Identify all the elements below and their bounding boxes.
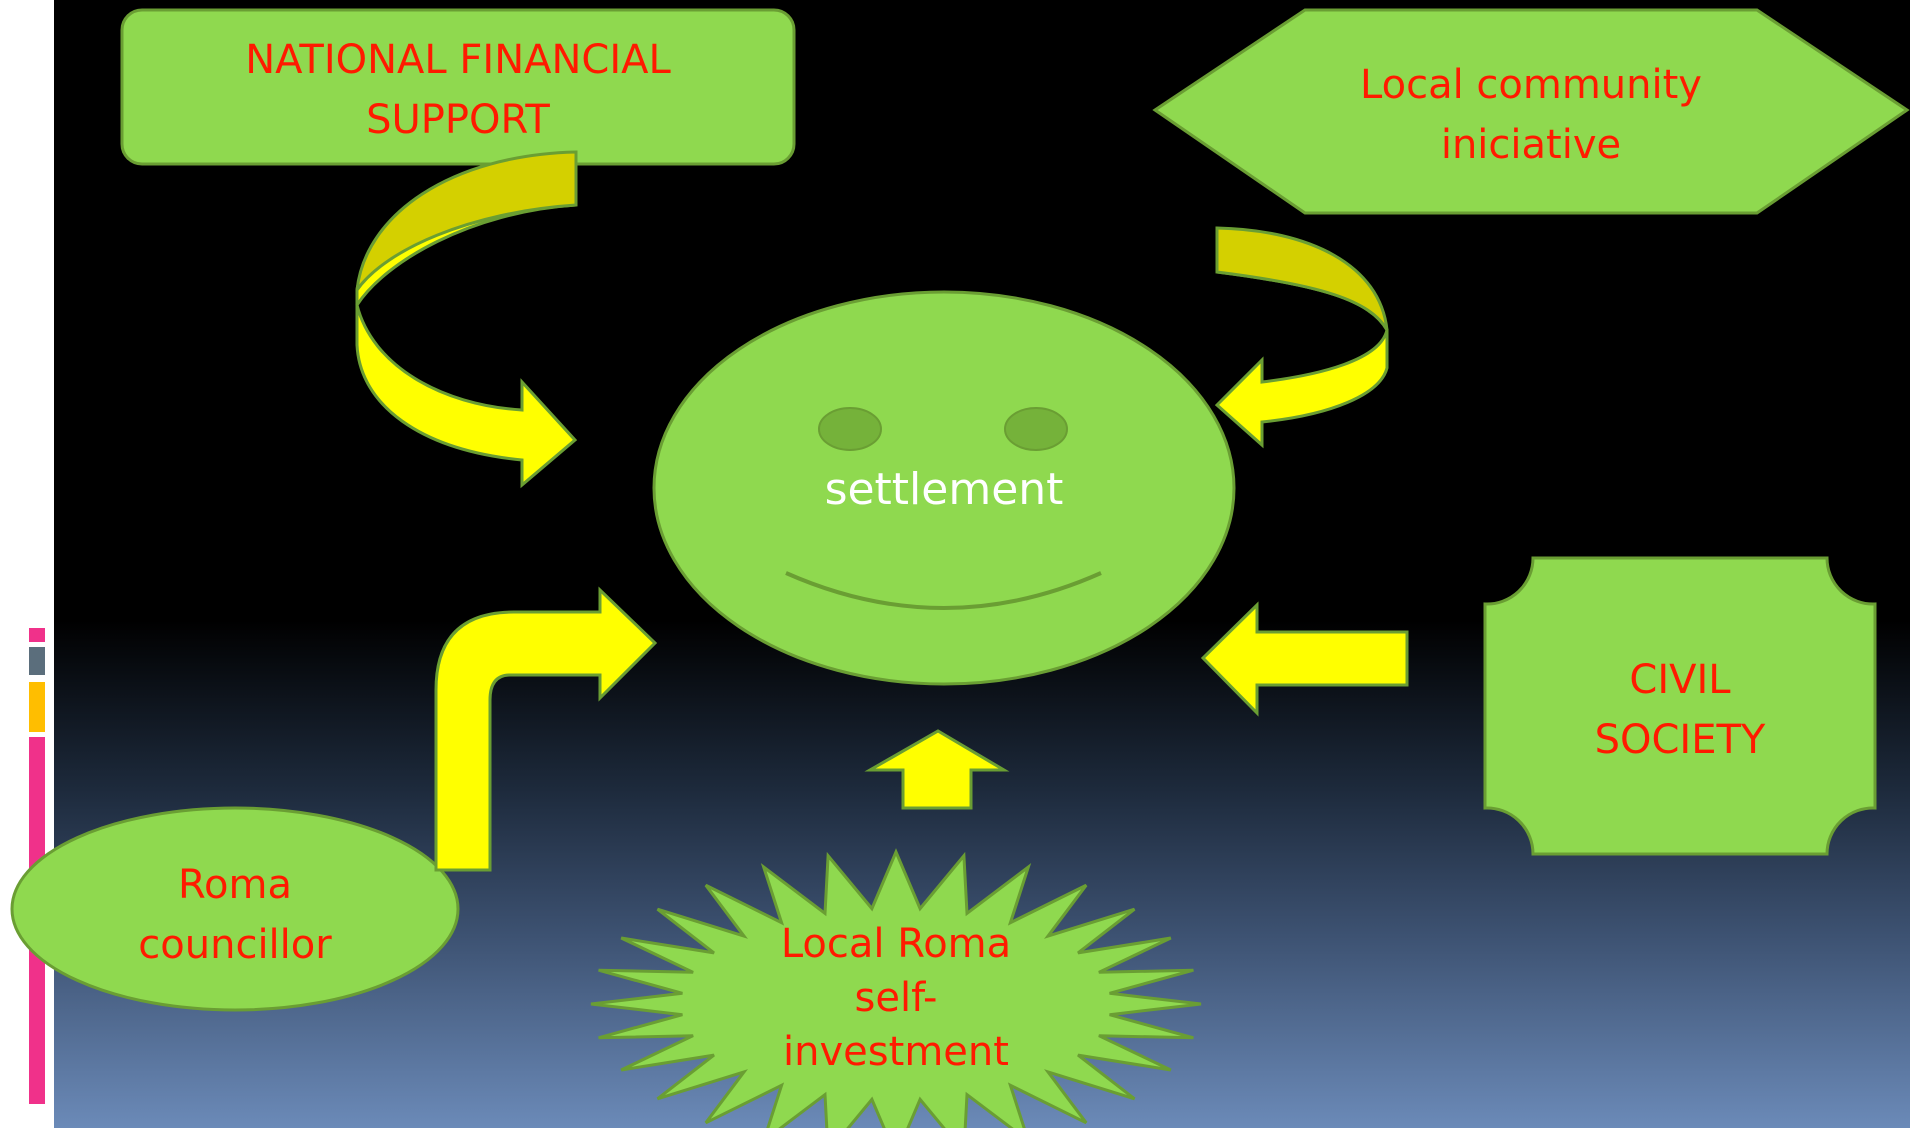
roma-councillor-text: Roma councillor [138,862,332,968]
national-financial-support-text: NATIONAL FINANCIAL SUPPORT [245,37,671,143]
bent-arrow-roma [434,586,658,872]
curved-arrow-national [355,150,578,489]
left-eye-icon [818,407,882,451]
settlement-text: settlement [824,464,1064,515]
civil-society-label: CIVIL SOCIETY [1485,650,1875,770]
accent-orange [29,682,45,732]
right-eye-icon [1004,407,1068,451]
roma-councillor-ellipse [10,806,460,1012]
settlement-face [652,290,1236,686]
left-arrow-civil [1200,601,1409,717]
local-community-text: Local community iniciative [1360,62,1702,168]
local-roma-investment-label: Local Roma self- investment [746,908,1046,1088]
local-roma-starburst [590,848,1202,1128]
up-arrow-investment [864,729,1010,810]
curved-arrow-national-top [355,150,578,291]
civil-society-text: CIVIL SOCIETY [1594,657,1766,763]
local-roma-investment-text: Local Roma self- investment [780,921,1012,1075]
local-community-hexagon [1152,8,1910,215]
curved-arrow-community-top [1215,226,1389,331]
national-financial-support-box [120,8,796,166]
curved-arrow-community [1214,226,1389,449]
accent-slate [29,647,45,675]
local-community-label: Local community iniciative [1300,55,1762,175]
settlement-label: settlement [744,460,1144,520]
smile-icon [785,571,1102,610]
national-financial-support-label: NATIONAL FINANCIAL SUPPORT [122,20,794,160]
civil-society-plaque [1483,556,1877,856]
roma-councillor-label: Roma councillor [85,855,385,975]
settlement-smiley [652,290,1236,686]
accent-pink-top [29,628,45,642]
